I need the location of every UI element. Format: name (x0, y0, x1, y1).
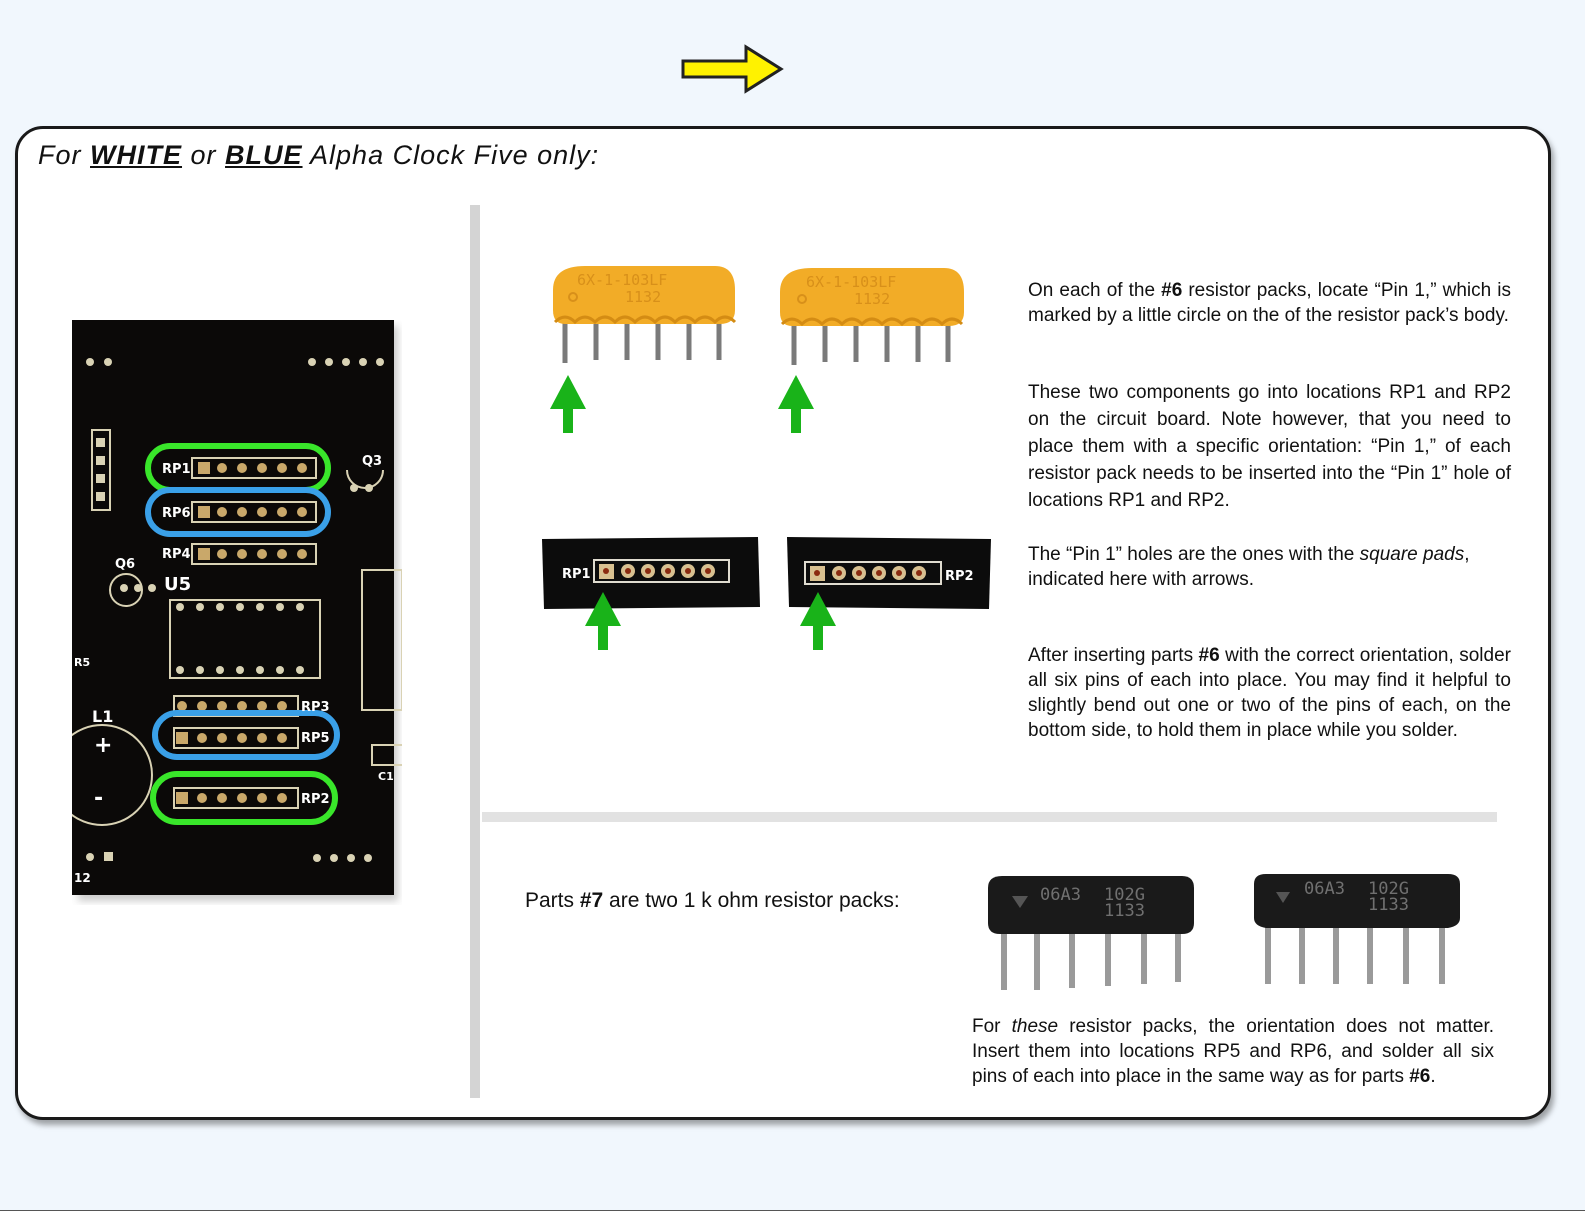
white-emphasis: WHITE (90, 140, 183, 170)
part7-marking-1: 06A3 (1040, 885, 1081, 905)
resistor-marking-2: 1132 (625, 288, 661, 306)
pcb-label-q3: Q3 (362, 454, 382, 469)
pcb-label-rp6: RP6 (162, 506, 191, 521)
section-heading: For WHITE or BLUE Alpha Clock Five only: (38, 140, 600, 170)
up-arrow-icon (550, 375, 586, 433)
pcb-label-rp1: RP1 (162, 462, 191, 477)
solder-instructions: After inserting parts #6 with the correc… (1028, 645, 1511, 741)
right-arrow-icon[interactable] (680, 44, 786, 94)
pcb-label-rp3: RP3 (301, 700, 330, 715)
up-arrow-icon (800, 592, 836, 650)
parts-7-intro: Parts #7 are two 1 k ohm resistor packs: (525, 889, 900, 912)
pad-label-rp2: RP2 (945, 569, 974, 584)
pcb-label-rp2: RP2 (301, 792, 330, 807)
pcb-label-rp4: RP4 (162, 547, 191, 562)
rp1-pad-closeup: RP1 (542, 537, 760, 609)
resistor-pack-photo-right: 6X-1-103LF 1132 (780, 268, 964, 365)
part7-marking-2: 102G (1368, 879, 1409, 899)
black-resistor-pack-photo-left: 06A3 102G 1133 (988, 876, 1194, 990)
resistor-pack-photo-left: 6X-1-103LF 1132 (553, 266, 737, 363)
black-resistor-pack-photo-right: 06A3 102G 1133 (1254, 874, 1460, 984)
parts-7-instructions: For these resistor packs, the orientatio… (972, 1016, 1494, 1087)
resistor-marking-1: 6X-1-103LF (577, 271, 667, 289)
svg-text:+: + (94, 733, 112, 758)
resistor-marking-1: 6X-1-103LF (806, 273, 896, 291)
pin1-instructions: On each of the #6 resistor packs, locate… (1028, 280, 1511, 326)
blue-emphasis: BLUE (225, 140, 303, 170)
rp5-highlight-ring (152, 710, 340, 760)
rp2-highlight-ring (150, 771, 338, 825)
pcb-label-12: 12 (74, 871, 91, 885)
pin1-dot-marker (797, 294, 807, 304)
part7-marking-3: 1133 (1104, 901, 1145, 921)
placement-instructions: These two components go into locations R… (1028, 382, 1511, 511)
part7-marking-1: 06A3 (1304, 879, 1345, 899)
up-arrow-icon (778, 375, 814, 433)
pad-label-rp1: RP1 (562, 567, 591, 582)
pcb-photo: RP1 RP6 RP4 Q3 Q6 U5 L1 RP3 RP5 RP2 R5 C… (72, 320, 402, 901)
square-pads-note: The “Pin 1” holes are the ones with the … (1028, 544, 1470, 590)
pin1-dot-marker (568, 292, 578, 302)
part7-marking-3: 1133 (1368, 895, 1409, 915)
pcb-label-rp5: RP5 (301, 731, 330, 746)
pcb-label-l1: L1 (92, 707, 113, 726)
rp6-highlight-ring (145, 487, 331, 537)
part7-marking-2: 102G (1104, 885, 1145, 905)
up-arrow-icon (585, 592, 621, 650)
pcb-label-q6: Q6 (115, 557, 135, 572)
pcb-label-r5: R5 (74, 656, 90, 669)
pcb-label-u5: U5 (164, 574, 191, 595)
horizontal-divider (482, 812, 1497, 822)
resistor-marking-2: 1132 (854, 290, 890, 308)
rp2-pad-closeup: RP2 (787, 537, 991, 609)
svg-text:-: - (94, 786, 103, 811)
vertical-divider (470, 205, 480, 1098)
pcb-label-c1: C1 (378, 770, 394, 783)
page-footer-strip (0, 1210, 1585, 1226)
